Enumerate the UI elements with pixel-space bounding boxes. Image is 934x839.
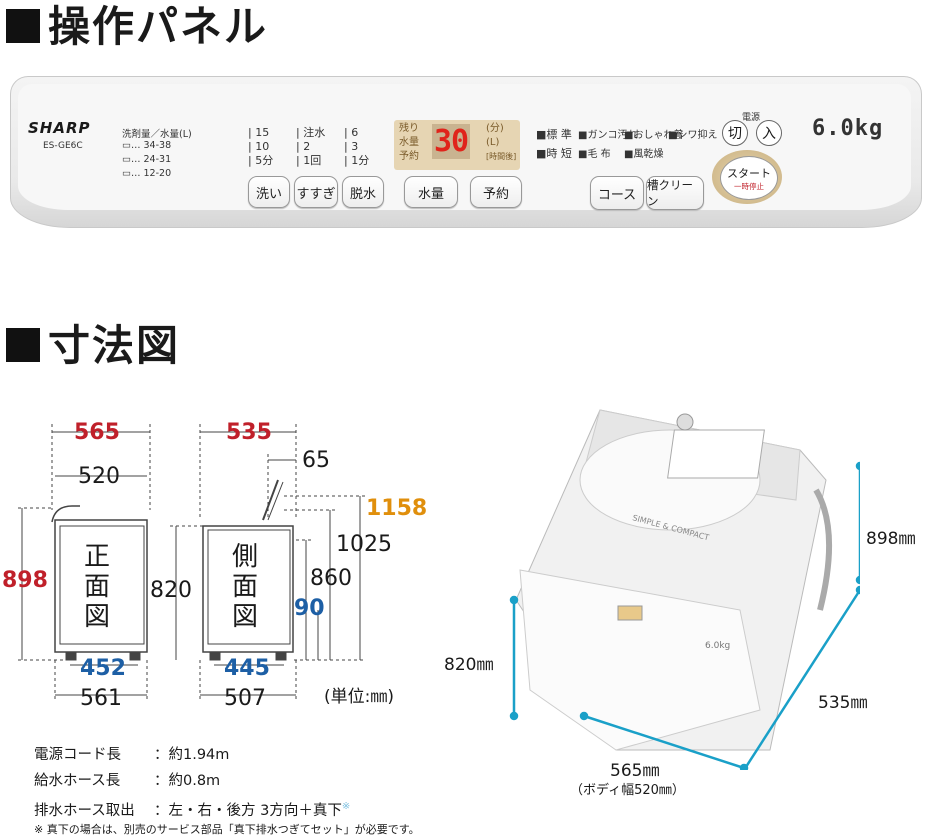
dim-90: 90 (294, 596, 325, 621)
model-number: ES-GE6C (43, 141, 83, 151)
dim-open-height: 1158 (366, 496, 428, 521)
photo-width-dim: 565㎜ (610, 761, 660, 781)
water-level-button[interactable]: 水量 (404, 176, 458, 208)
photo-body-width: （ボディ幅520㎜） (570, 783, 685, 798)
reserve-button[interactable]: 予約 (470, 176, 522, 208)
course-delicate: ■おしゃれ着 (624, 130, 684, 141)
photo-height-dim: 820㎜ (444, 655, 494, 675)
rinse-button[interactable]: すすぎ (294, 176, 338, 208)
dim-front-height: 898 (2, 568, 48, 593)
front-view-label: 正面図 (84, 542, 111, 632)
pause-label: 一時停止 (734, 181, 764, 191)
detergent-row: ▭… 24-31 (122, 154, 172, 165)
dim-lid: 65 (302, 448, 330, 473)
course-heavy: ■ガンコ汚れ (578, 130, 638, 141)
brand-logo: SHARP (28, 119, 91, 137)
course-air-dry: ■風乾燥 (624, 149, 664, 160)
dim-side-depth: 535 (226, 420, 272, 445)
dim-820: 820 (150, 578, 192, 603)
course-quick: ■時 短 (536, 147, 572, 160)
display-right-labels: (分)(L)[時間後] (486, 123, 517, 161)
dim-1025: 1025 (336, 532, 392, 557)
course-standard: ■標 準 (536, 128, 572, 141)
spec-row: 電源コード長：約1.94m (34, 747, 230, 763)
photo-depth-dim: 898㎜ (866, 529, 916, 549)
tub-clean-button[interactable]: 槽クリーン (646, 176, 704, 210)
side-view-label: 側面図 (232, 542, 259, 632)
panel-title-text: 操作パネル (48, 2, 269, 51)
display-readout: 30 (432, 124, 471, 159)
power-on-button[interactable]: 入 (756, 120, 782, 146)
dim-side-foot: 445 (224, 656, 270, 681)
square-bullet-icon (6, 9, 40, 43)
dim-front-foot: 452 (80, 656, 126, 681)
power-off-button[interactable]: 切 (722, 120, 748, 146)
dim-front-base: 561 (80, 686, 122, 711)
photo-capacity: 6.0kg (705, 641, 730, 651)
spec-row: 給水ホース長：約0.8m (34, 773, 221, 789)
dimension-title-text: 寸法図 (48, 321, 181, 370)
footnote: ※ 真下の場合は、別売のサービス部品「真下排水つぎてセット」が必要です。 (34, 823, 420, 836)
washer-photo: SIMPLE & COMPACT 6.0kg (509, 409, 860, 770)
spec-list: 電源コード長：約1.94m 給水ホース長：約0.8m 排水ホース取出：左・右・後… (34, 742, 350, 824)
detergent-row: ▭… 34-38 (122, 140, 172, 151)
unit-label: (単位:㎜) (324, 687, 394, 707)
photo-side-dim: 535㎜ (818, 693, 868, 713)
spin-button[interactable]: 脱水 (342, 176, 384, 208)
wash-button[interactable]: 洗い (248, 176, 290, 208)
dim-front-width-total: 565 (74, 420, 120, 445)
capacity-label: 6.0kg (812, 116, 884, 141)
course-wrinkle: ■シワ抑え (668, 130, 718, 141)
detergent-header: 洗剤量／水量(L) (122, 129, 192, 140)
dim-front-width-body: 520 (78, 464, 120, 489)
square-bullet-icon (6, 328, 40, 362)
rinse-options: | 注水| 2| 1回 (296, 126, 326, 167)
start-label: スタート (727, 166, 771, 180)
start-pause-button[interactable]: スタート 一時停止 (720, 156, 778, 200)
dim-side-base: 507 (224, 686, 266, 711)
dimension-drawing (18, 424, 366, 700)
wash-time-options: | 15| 10| 5分 (248, 126, 274, 167)
course-button[interactable]: コース (590, 176, 644, 210)
detergent-row: ▭… 12-20 (122, 168, 172, 179)
dimension-section-title: 寸法図 (6, 325, 180, 367)
spin-options: | 6| 3| 1分 (344, 126, 370, 167)
course-blanket: ■毛 布 (578, 149, 611, 160)
spec-row: 排水ホース取出：左・右・後方 3方向＋真下※ (34, 801, 351, 819)
display-left-labels: 残り水量予約 (399, 123, 419, 162)
panel-section-title: 操作パネル (6, 6, 268, 48)
power-label: 電源 (742, 113, 761, 123)
dim-860: 860 (310, 566, 352, 591)
